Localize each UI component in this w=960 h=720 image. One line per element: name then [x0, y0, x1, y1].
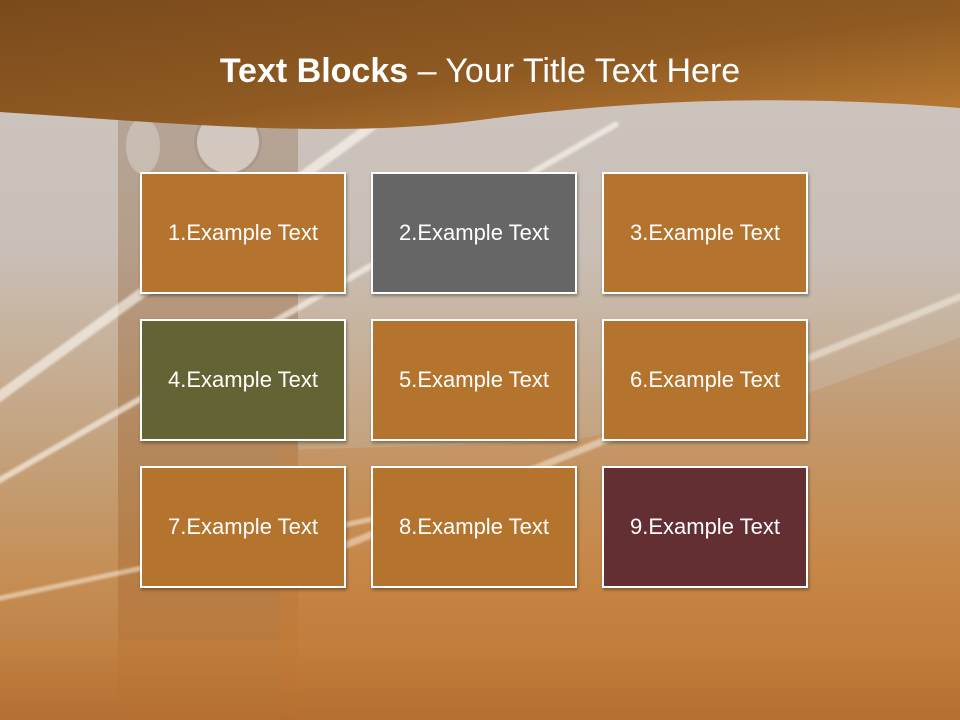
street-lights-image — [0, 640, 960, 720]
text-block-label: 3.Example Text — [629, 220, 780, 245]
text-block-label: 2.Example Text — [398, 220, 549, 245]
title-banner-shape — [0, 0, 960, 130]
text-block-9[interactable]: 9.Example Text — [602, 466, 808, 588]
text-block-label: 5.Example Text — [398, 367, 549, 392]
title-separator: – — [417, 52, 437, 90]
text-block-7[interactable]: 7.Example Text — [140, 466, 346, 588]
title-bold: Text Blocks — [219, 52, 409, 90]
text-block-6[interactable]: 6.Example Text — [602, 319, 808, 441]
title-banner: Text Blocks – Your Title Text Here — [0, 0, 960, 140]
text-block-label: 1.Example Text — [167, 220, 318, 245]
text-block-3[interactable]: 3.Example Text — [602, 172, 808, 294]
text-block-4[interactable]: 4.Example Text — [140, 319, 346, 441]
text-block-5[interactable]: 5.Example Text — [371, 319, 577, 441]
clock-face-side — [126, 118, 160, 174]
text-block-label: 6.Example Text — [629, 367, 780, 392]
text-block-label: 7.Example Text — [167, 514, 318, 539]
text-block-8[interactable]: 8.Example Text — [371, 466, 577, 588]
page-title: Text Blocks – Your Title Text Here — [0, 52, 960, 91]
title-rest: Your Title Text Here — [445, 52, 741, 90]
text-block-label: 4.Example Text — [167, 367, 318, 392]
text-block-label: 8.Example Text — [398, 514, 549, 539]
text-block-label: 9.Example Text — [629, 514, 780, 539]
text-block-1[interactable]: 1.Example Text — [140, 172, 346, 294]
text-block-2[interactable]: 2.Example Text — [371, 172, 577, 294]
